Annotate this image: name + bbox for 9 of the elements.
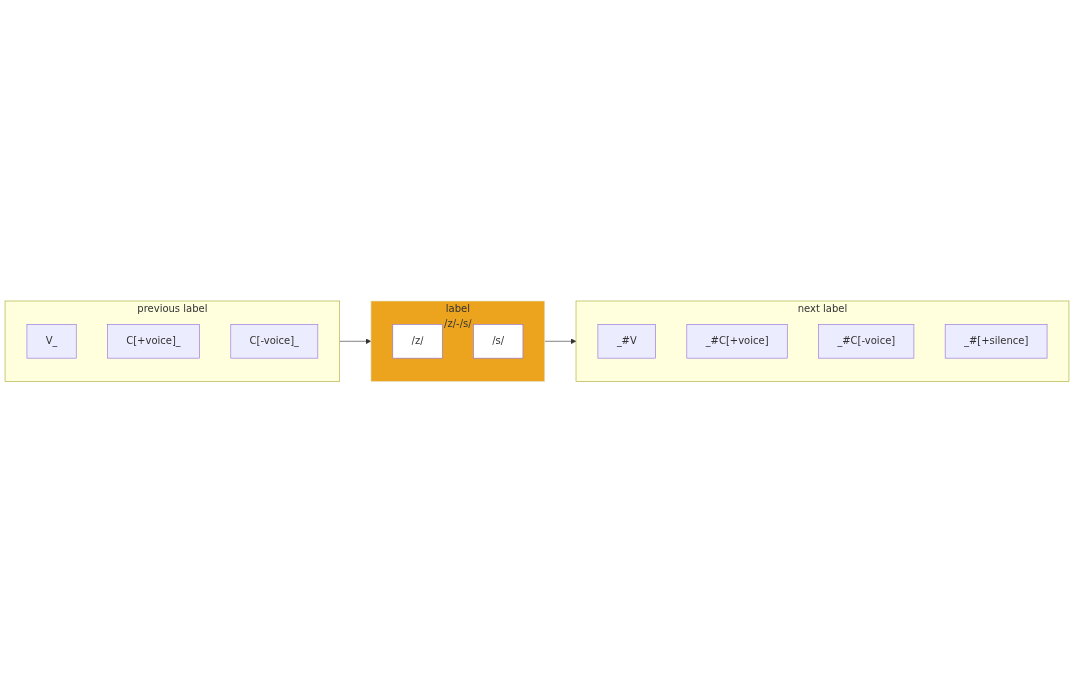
node-box: /s/ [473, 323, 524, 359]
node-box: _#V [597, 323, 656, 359]
node-box: C[+voice]_ [107, 323, 200, 359]
node-box: _#C[+voice] [686, 323, 788, 359]
node-box: _#[+silence] [944, 323, 1048, 359]
node-box: _#C[-voice] [818, 323, 915, 359]
node-box: V_ [26, 323, 77, 359]
node-box: C[-voice]_ [230, 323, 319, 359]
node-box: /z/ [392, 323, 443, 359]
